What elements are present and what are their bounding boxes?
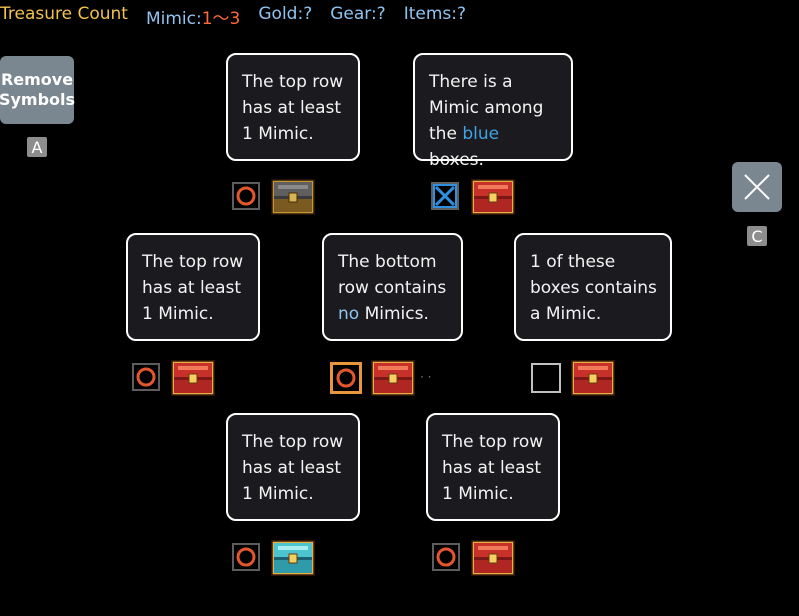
key-hint-c: C (747, 226, 767, 246)
remove-symbols-button[interactable]: Remove Symbols (0, 56, 76, 124)
circle-icon (436, 547, 456, 567)
mimic-count-label: Mimic: (145, 9, 202, 29)
remove-symbols-label-2: Symbols (0, 90, 76, 109)
red-chest-icon[interactable] (170, 357, 216, 397)
blue-chest-icon[interactable] (270, 537, 316, 577)
box-marker[interactable] (232, 182, 260, 210)
status-bar: Treasure Count Mimic:1〜3 Gold:? Gear:? I… (0, 4, 467, 29)
hint-bubble: The top row has at least 1 Mimic. (426, 413, 560, 521)
box-marker[interactable] (132, 363, 160, 391)
hint-line: Mimic among (429, 98, 544, 118)
hint-bubble: There is a Mimic among the blue boxes. (413, 53, 573, 170)
items-count: Items:? (403, 4, 467, 24)
hint-line: 1 Mimic. (242, 484, 314, 504)
cross-icon (433, 184, 457, 208)
red-chest-icon[interactable] (470, 537, 516, 577)
hint-line: no Mimics. (338, 301, 449, 327)
hint-line: has at least (142, 278, 242, 298)
hint-line: The top row (142, 252, 244, 272)
gray-lid-chest-icon[interactable] (270, 176, 316, 216)
hint-line: The top row (242, 72, 344, 92)
hint-text: boxes. (429, 150, 484, 170)
box-marker-selected[interactable] (330, 362, 362, 394)
hint-line: There is a (429, 72, 513, 92)
hint-line: The bottom (338, 252, 437, 272)
hint-line: The top row (242, 432, 344, 452)
box-marker[interactable] (232, 543, 260, 571)
close-button[interactable] (732, 162, 782, 212)
key-hint-a: A (27, 137, 47, 157)
hint-line: 1 Mimic. (242, 124, 314, 144)
hint-line: has at least (242, 458, 342, 478)
mimic-count-value: 1〜3 (201, 9, 241, 29)
hint-bubble: The bottom row contains no Mimics. (322, 233, 463, 341)
hint-line: 1 Mimic. (442, 484, 514, 504)
gold-count: Gold:? (258, 4, 313, 24)
hint-line: has at least (242, 98, 342, 118)
hint-line: 1 Mimic. (142, 304, 214, 324)
hint-highlight: no (338, 304, 360, 324)
circle-icon (236, 547, 256, 567)
circle-icon (336, 368, 356, 388)
close-icon (744, 174, 770, 200)
box-marker[interactable] (431, 182, 459, 210)
hint-text: Mimics. (359, 304, 429, 324)
hint-line: boxes contains (530, 278, 657, 298)
status-title: Treasure Count (0, 4, 128, 24)
hint-bubble: The top row has at least 1 Mimic. (226, 413, 360, 521)
box-marker[interactable] (432, 543, 460, 571)
remove-symbols-label-1: Remove (0, 70, 74, 89)
box-marker[interactable] (531, 363, 561, 393)
hint-highlight: blue (462, 124, 500, 144)
selection-dots: · · (420, 370, 432, 384)
red-chest-icon[interactable] (370, 357, 416, 397)
hint-bubble: 1 of these boxes contains a Mimic. (514, 233, 672, 341)
hint-line: the blue boxes. (429, 121, 559, 173)
circle-icon (136, 367, 156, 387)
hint-line: has at least (442, 458, 542, 478)
hint-bubble: The top row has at least 1 Mimic. (126, 233, 260, 341)
hint-line: row contains (338, 278, 447, 298)
hint-line: a Mimic. (530, 304, 602, 324)
hint-line: The top row (442, 432, 544, 452)
circle-icon (236, 186, 256, 206)
hint-line: 1 of these (530, 252, 616, 272)
mimic-count: Mimic:1〜3 (145, 4, 241, 29)
gear-count: Gear:? (330, 4, 386, 24)
hint-text: the (429, 124, 463, 144)
red-chest-icon[interactable] (470, 176, 516, 216)
hint-bubble: The top row has at least 1 Mimic. (226, 53, 360, 161)
red-chest-icon[interactable] (570, 357, 616, 397)
